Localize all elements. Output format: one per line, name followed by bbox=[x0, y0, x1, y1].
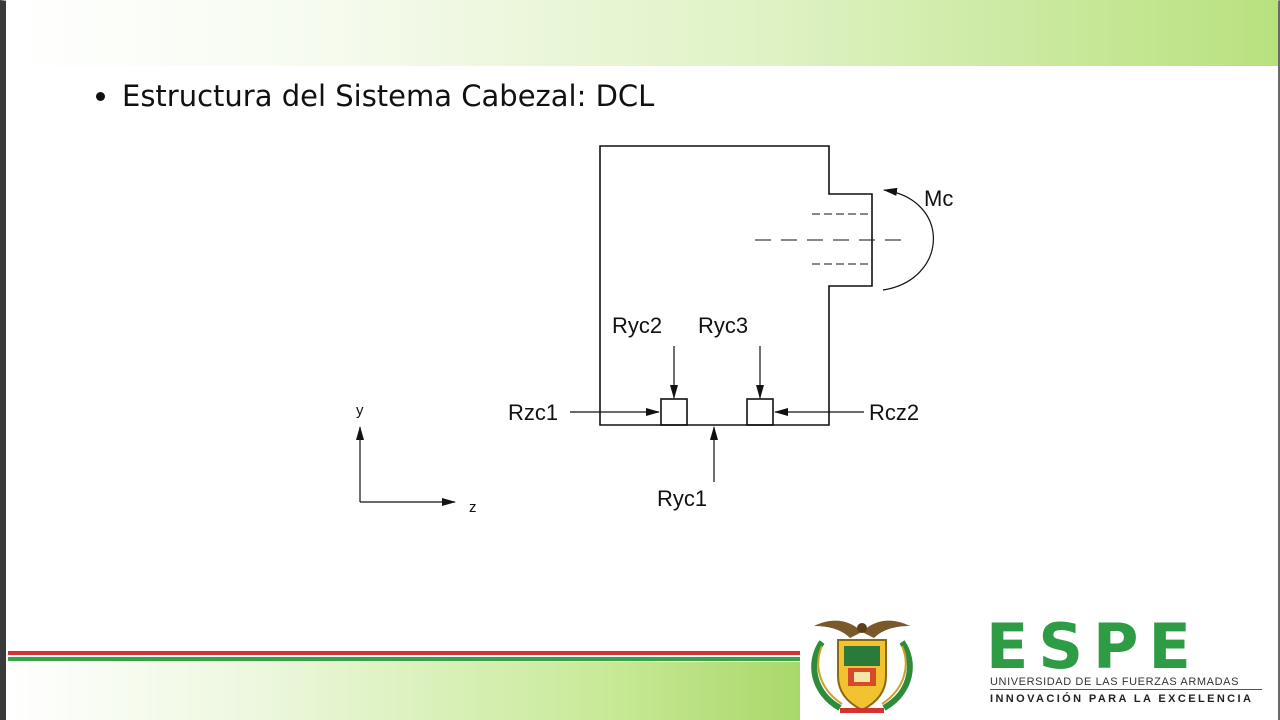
espe-wordmark: ESPE bbox=[986, 610, 1201, 683]
support-block-right bbox=[746, 398, 774, 426]
rzc1-label: Rzc1 bbox=[508, 400, 558, 425]
bottom-green-stripe bbox=[8, 657, 800, 661]
espe-subtitle: UNIVERSIDAD DE LAS FUERZAS ARMADAS bbox=[990, 676, 1240, 688]
slide-title-text: Estructura del Sistema Cabezal: DCL bbox=[122, 79, 655, 113]
rcz2-label: Rcz2 bbox=[869, 400, 919, 425]
slide-title: Estructura del Sistema Cabezal: DCL bbox=[96, 74, 654, 118]
ryc2-label: Ryc2 bbox=[612, 313, 662, 338]
moment-label: Mc bbox=[924, 186, 953, 211]
z-axis-label: z bbox=[469, 499, 477, 516]
moment-arc bbox=[882, 187, 934, 291]
university-crest-icon bbox=[811, 620, 913, 713]
ryc3-label: Ryc3 bbox=[698, 313, 748, 338]
bottom-red-stripe bbox=[8, 651, 800, 655]
support-block-left bbox=[660, 398, 688, 426]
espe-tagline: INNOVACIÓN PARA LA EXCELENCIA bbox=[990, 693, 1254, 705]
espe-divider bbox=[990, 689, 1262, 690]
y-axis-label: y bbox=[356, 402, 364, 419]
bullet-icon bbox=[96, 91, 105, 101]
ryc1-label: Ryc1 bbox=[657, 486, 707, 511]
top-gradient-band bbox=[6, 0, 1278, 66]
headstock-body-outline bbox=[599, 145, 873, 426]
bottom-gradient-band bbox=[6, 662, 800, 720]
